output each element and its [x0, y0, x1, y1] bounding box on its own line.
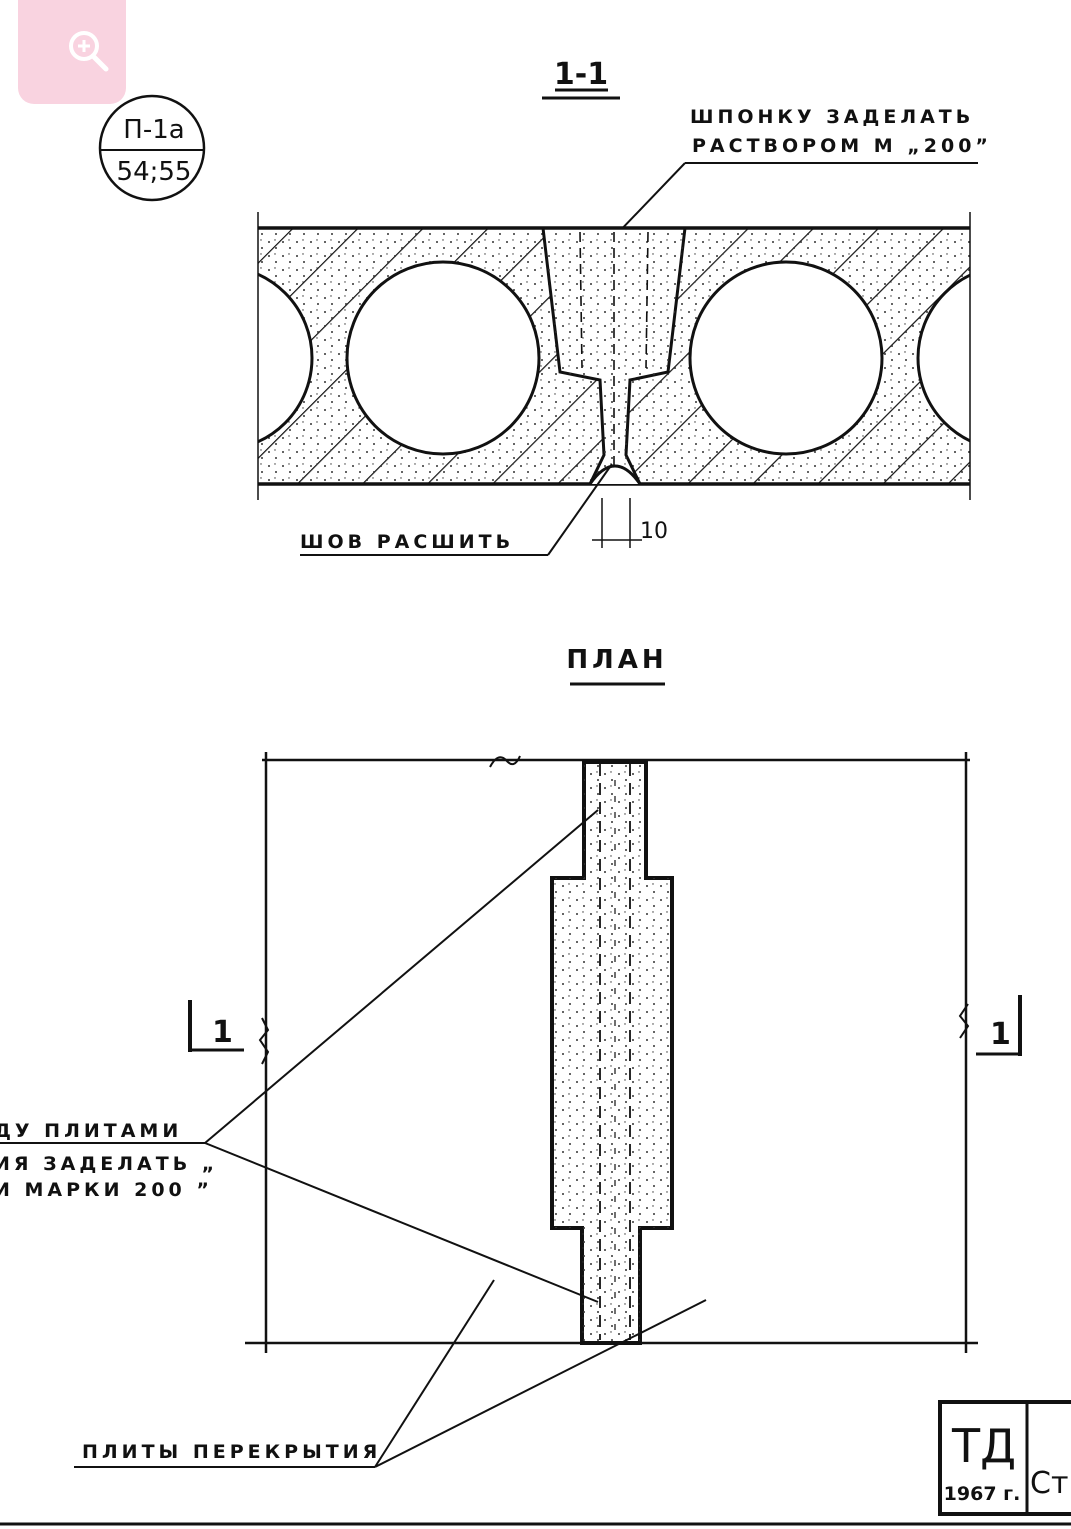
cut-marker-right: 1 [958, 995, 1022, 1056]
section-title: 1-1 [542, 57, 620, 100]
note-joint-line-2: ИЯ ЗАДЕЛАТЬ „ [0, 1153, 218, 1175]
cut-mark-right-label: 1 [990, 1017, 1011, 1052]
note-key-line-2: РАСТВОРОМ М „200” [692, 135, 992, 157]
plan-title: ПЛАН [566, 645, 667, 686]
seam-dimension: 10 [640, 519, 668, 544]
note-joint-line-3: И МАРКИ 200 ” [0, 1179, 213, 1201]
slab-cross-section [257, 212, 971, 500]
sheet-ref-bottom: 54;55 [117, 157, 192, 187]
section-title-text: 1-1 [554, 57, 608, 92]
note-joint-line-1: ДУ ПЛИТАМИ [0, 1120, 182, 1142]
stamp-sheet: Ст [1030, 1466, 1068, 1501]
seam-note: ШОВ РАСШИТЬ 10 [300, 463, 668, 556]
joint-note: ДУ ПЛИТАМИ ИЯ ЗАДЕЛАТЬ „ И МАРКИ 200 ” [0, 809, 599, 1303]
note-slabs-text: ПЛИТЫ ПЕРЕКРЫТИЯ [82, 1441, 381, 1463]
zoom-in-icon [69, 31, 109, 72]
plan-view: 1 1 [188, 752, 1022, 1353]
stamp-year: 1967 г. [944, 1483, 1021, 1505]
note-seam-text: ШОВ РАСШИТЬ [300, 531, 514, 553]
sheet-ref-top: П-1а [123, 115, 184, 145]
key-mortar-note: ШПОНКУ ЗАДЕЛАТЬ РАСТВОРОМ М „200” [591, 106, 992, 261]
joint-strip [550, 760, 674, 1345]
plan-title-text: ПЛАН [566, 645, 667, 675]
cut-mark-left-label: 1 [212, 1015, 233, 1050]
stamp-code: ТД [951, 1419, 1016, 1473]
zoom-in-button[interactable] [18, 0, 126, 104]
note-key-line-1: ШПОНКУ ЗАДЕЛАТЬ [690, 106, 974, 128]
title-block-stamp: ТД 1967 г. Ст [0, 1400, 1071, 1526]
slabs-note: ПЛИТЫ ПЕРЕКРЫТИЯ [74, 1279, 707, 1468]
cut-marker-left: 1 [188, 1000, 270, 1065]
sheet-reference-bubble: П-1а 54;55 [98, 94, 206, 202]
